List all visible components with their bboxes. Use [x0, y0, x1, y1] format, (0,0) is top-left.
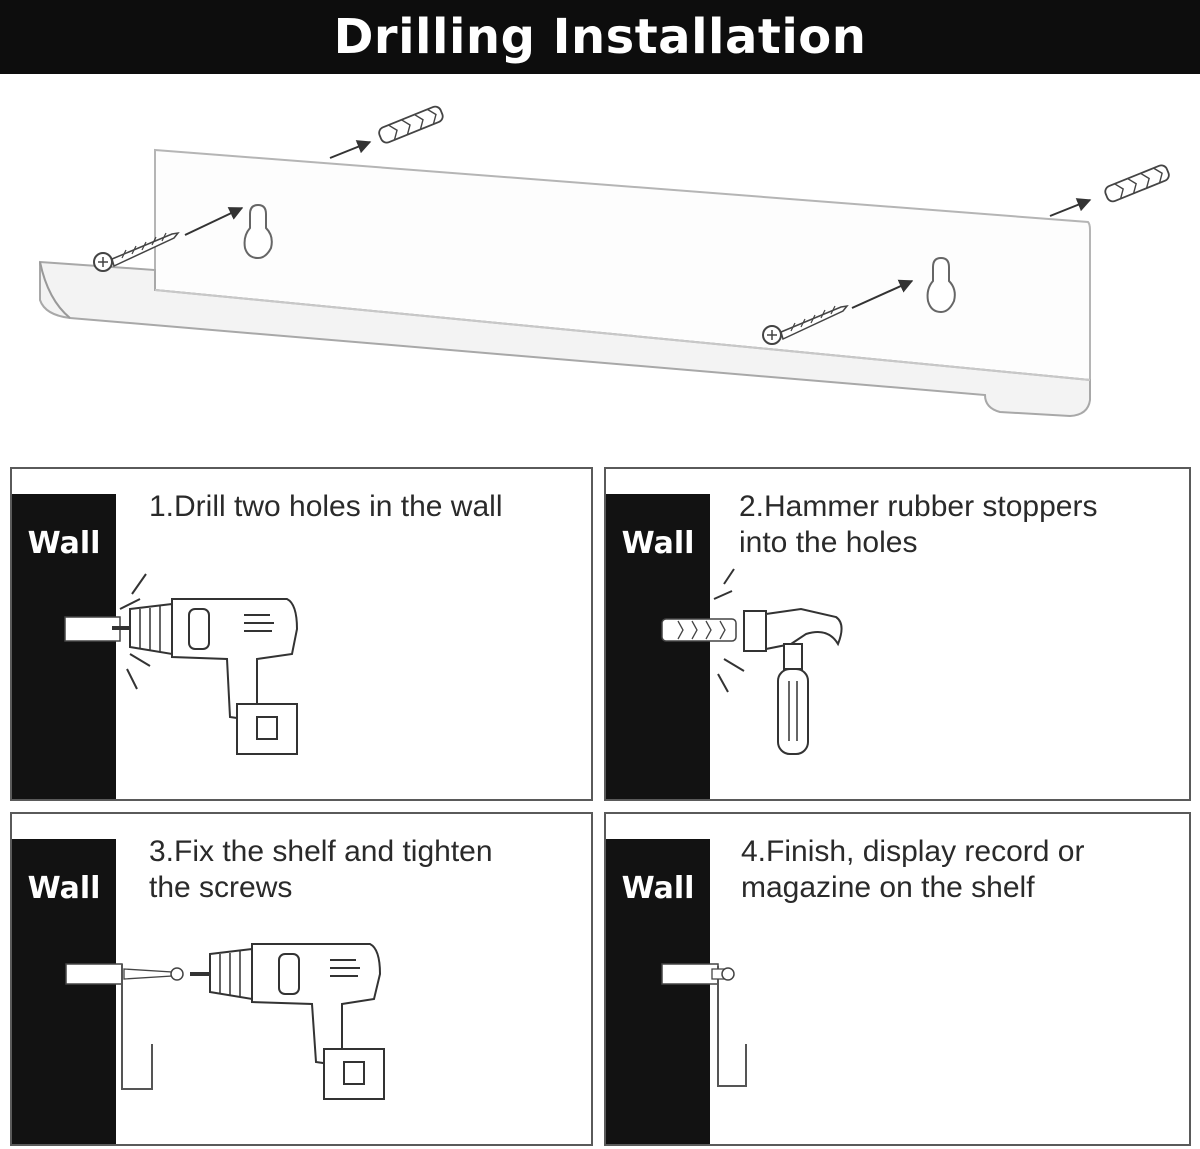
step-panel-2: Wall 2.Hammer rubber stoppers into the h…	[604, 467, 1191, 801]
installed-shelf-icon	[661, 963, 747, 1087]
page-title: Drilling Installation	[0, 0, 1200, 74]
wall-block	[606, 839, 710, 1144]
drill-icon	[64, 573, 299, 755]
keyhole-left-icon	[243, 203, 273, 260]
step-panel-3: Wall 3.Fix the shelf and tighten the scr…	[10, 812, 593, 1146]
wall-block	[12, 494, 116, 799]
wall-block	[12, 839, 116, 1144]
step-panel-1: Wall 1.Drill two holes in the wall	[10, 467, 593, 801]
wall-anchor-right-icon	[1104, 164, 1170, 203]
wall-block	[606, 494, 710, 799]
wall-anchor-left-icon	[378, 105, 444, 144]
wall-label: Wall	[621, 526, 695, 561]
step-2-text: 2.Hammer rubber stoppers into the holes	[739, 490, 1098, 559]
wall-label: Wall	[27, 526, 101, 561]
wall-label: Wall	[27, 871, 101, 906]
screw-right-icon	[762, 304, 849, 345]
step-4-text: 4.Finish, display record or magazine on …	[741, 835, 1085, 904]
shelf-back-plate	[154, 148, 1091, 382]
keyhole-right-icon	[926, 256, 956, 314]
step-3-text: 3.Fix the shelf and tighten the screws	[149, 835, 493, 904]
drill-and-shelf-icon	[65, 943, 385, 1100]
shelf-tray	[39, 260, 1091, 418]
shelf-illustration	[39, 105, 1170, 418]
step-panel-4: Wall 4.Finish, display record or magazin…	[604, 812, 1191, 1146]
screw-left-icon	[93, 231, 180, 272]
wall-label: Wall	[621, 871, 695, 906]
step-1-text: 1.Drill two holes in the wall	[149, 490, 503, 523]
hammer-icon	[661, 568, 843, 755]
